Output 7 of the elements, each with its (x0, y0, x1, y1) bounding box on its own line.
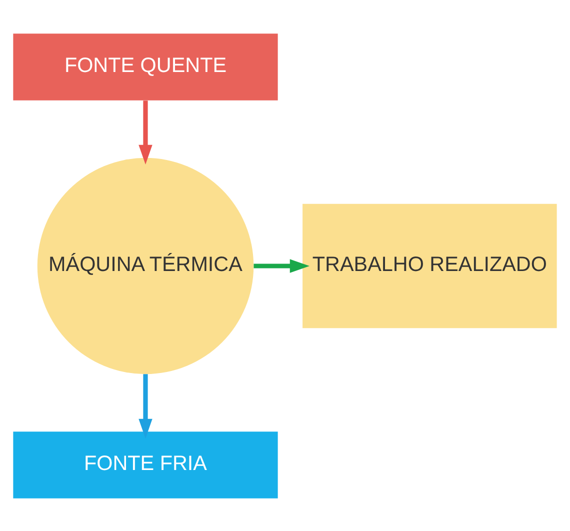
node-box: TRABALHO REALIZADO (302, 203, 557, 328)
node-circle: MÁQUINA TÉRMICA (37, 157, 254, 374)
node-box: FONTE FRIA (13, 431, 278, 498)
arrow (138, 374, 152, 438)
arrow (138, 100, 152, 164)
node-box: FONTE QUENTE (13, 33, 278, 100)
arrow (254, 258, 310, 272)
